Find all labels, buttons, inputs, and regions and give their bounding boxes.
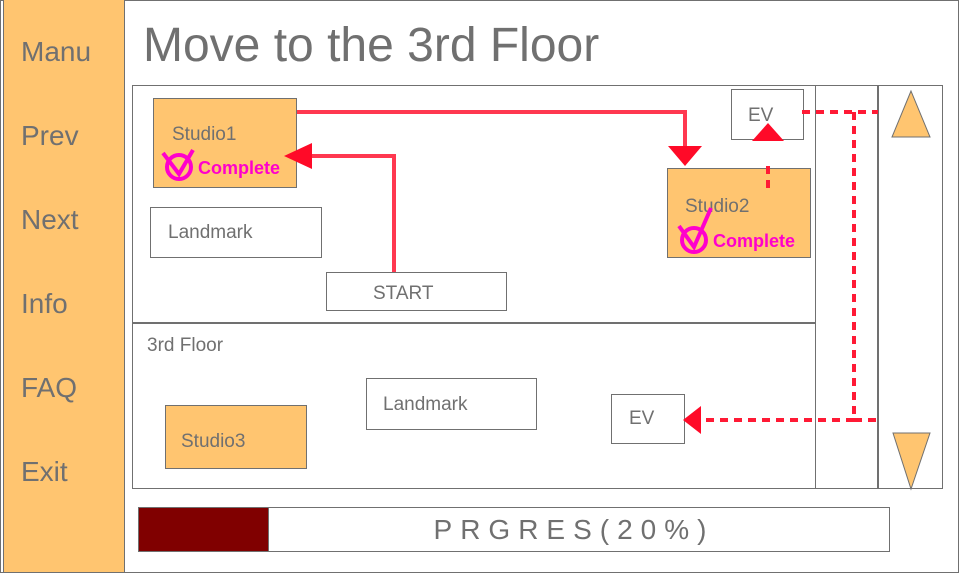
progress-fill — [139, 508, 270, 551]
landmark-label-3f: Landmark — [383, 394, 468, 415]
landmark-box-3f[interactable]: Landmark — [366, 378, 537, 430]
ev-label-3f: EV — [629, 408, 655, 429]
nav-faq[interactable]: FAQ — [21, 372, 78, 403]
triangle-up-icon[interactable] — [891, 89, 931, 138]
landmark-box[interactable]: Landmark — [150, 207, 322, 258]
route-start-to-studio1 — [284, 143, 396, 272]
start-box[interactable]: START — [326, 272, 507, 311]
sidebar: Manu Prev Next Info FAQ Exit — [3, 0, 125, 572]
elevator-shaft-divider — [815, 86, 816, 489]
route-studio1-to-studio2 — [297, 110, 702, 166]
scroll-panel-divider — [877, 86, 879, 489]
check-icon-studio1 — [161, 148, 195, 181]
progress-bar: PRGRES(20%) — [138, 507, 890, 552]
studio1-label: Studio1 — [172, 124, 237, 145]
nav-menu[interactable]: Manu — [21, 36, 92, 67]
ev-label-current: EV — [748, 105, 774, 126]
studio1-complete-badge: Complete — [198, 158, 281, 178]
start-label: START — [373, 283, 434, 304]
landmark-label: Landmark — [168, 222, 253, 243]
nav-info[interactable]: Info — [21, 288, 68, 319]
nav-next[interactable]: Next — [21, 204, 79, 235]
floor-map — [132, 85, 943, 489]
floor-divider — [133, 322, 816, 324]
studio2-complete-badge: Complete — [713, 231, 796, 251]
route-ev-to-3f-ev — [683, 110, 878, 434]
nav-prev[interactable]: Prev — [21, 120, 79, 151]
check-icon-studio2 — [677, 207, 713, 254]
third-floor-label: 3rd Floor — [147, 335, 224, 356]
studio2-label: Studio2 — [685, 196, 750, 217]
route-studio2-to-ev — [752, 123, 784, 188]
nav-exit[interactable]: Exit — [21, 456, 68, 487]
triangle-down-icon[interactable] — [892, 432, 931, 491]
page-title: Move to the 3rd Floor — [143, 19, 600, 72]
progress-label: PRGRES(20%) — [433, 514, 715, 545]
studio3-box[interactable]: Studio3 — [165, 405, 307, 469]
studio3-label: Studio3 — [181, 431, 246, 452]
